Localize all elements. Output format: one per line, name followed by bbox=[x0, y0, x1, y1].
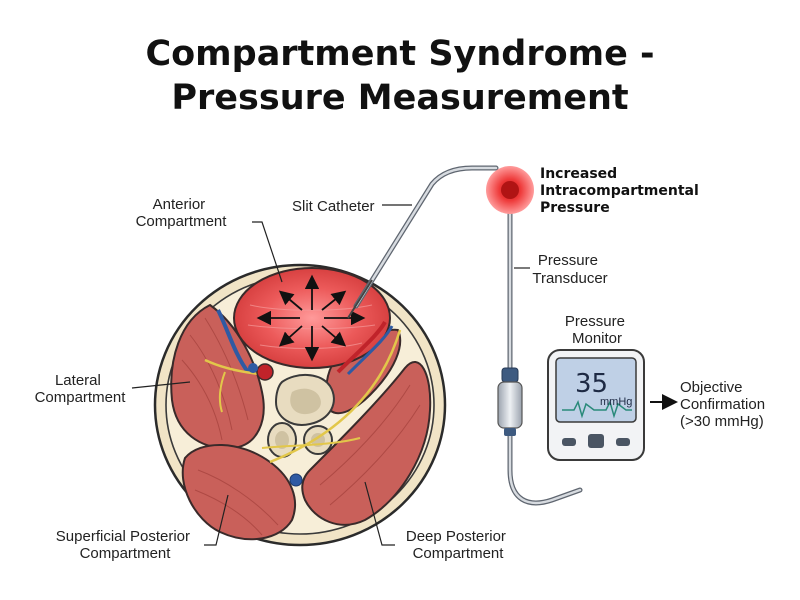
lateral-nerve bbox=[204, 358, 261, 376]
lateral-leader bbox=[131, 381, 191, 389]
catheter-tubing bbox=[347, 165, 583, 506]
pressure-monitor-device bbox=[547, 349, 645, 461]
lateral-vein bbox=[216, 309, 250, 374]
pressure-arrows bbox=[256, 274, 366, 362]
fibula-marrow bbox=[275, 431, 289, 449]
monitor-button-left[interactable] bbox=[562, 438, 576, 446]
tibial-nerve bbox=[269, 329, 402, 464]
tibia-marrow bbox=[290, 388, 321, 415]
title-line-2: Pressure Measurement bbox=[171, 78, 629, 118]
slit-catheter-label: Slit Catheter bbox=[292, 198, 375, 215]
medial-vein bbox=[346, 325, 394, 376]
anterior-compartment-label: Anterior Compartment bbox=[136, 196, 228, 230]
anterior-artery bbox=[256, 363, 274, 381]
posterior-nerve bbox=[261, 437, 361, 449]
lateral-compartment-label: Lateral Compartment bbox=[35, 372, 127, 406]
pressure-monitor-label: Pressure Monitor bbox=[565, 313, 629, 347]
leg-cross-section bbox=[153, 263, 447, 547]
anterior-leader bbox=[252, 221, 283, 283]
superficial-posterior-label: Superficial Posterior Compartment bbox=[56, 528, 194, 562]
catheter-needle bbox=[347, 279, 373, 319]
deep-posterior-leader bbox=[364, 481, 395, 546]
monitor-reading-unit: mmHg bbox=[600, 396, 632, 408]
increased-pressure-label: Increased Intracompartmental Pressure bbox=[540, 166, 704, 216]
monitor-reading-value: 35 bbox=[575, 369, 608, 399]
monitor-button-center[interactable] bbox=[588, 434, 604, 448]
objective-confirmation-label: Objective Confirmation (>30 mmHg) bbox=[680, 379, 769, 430]
monitor-button-right[interactable] bbox=[616, 438, 630, 446]
deep-posterior-label: Deep Posterior Compartment bbox=[406, 528, 510, 562]
superficial-posterior-compartment bbox=[181, 443, 296, 541]
pressure-indicator bbox=[486, 166, 534, 214]
superficial-posterior-leader bbox=[204, 494, 229, 546]
title-line-1: Compartment Syndrome - bbox=[145, 34, 655, 74]
anterior-vein bbox=[248, 363, 258, 373]
lateral-nerve-branch bbox=[218, 371, 226, 413]
medial-vessel bbox=[336, 320, 387, 374]
pressure-transducer-device bbox=[497, 367, 523, 436]
waveform-line bbox=[562, 399, 632, 419]
posterior-vein bbox=[289, 473, 303, 487]
pressure-transducer-label: Pressure Transducer bbox=[532, 252, 607, 287]
diagram-title: Compartment Syndrome - Pressure Measurem… bbox=[0, 32, 800, 120]
anterior-compartment bbox=[233, 267, 391, 369]
